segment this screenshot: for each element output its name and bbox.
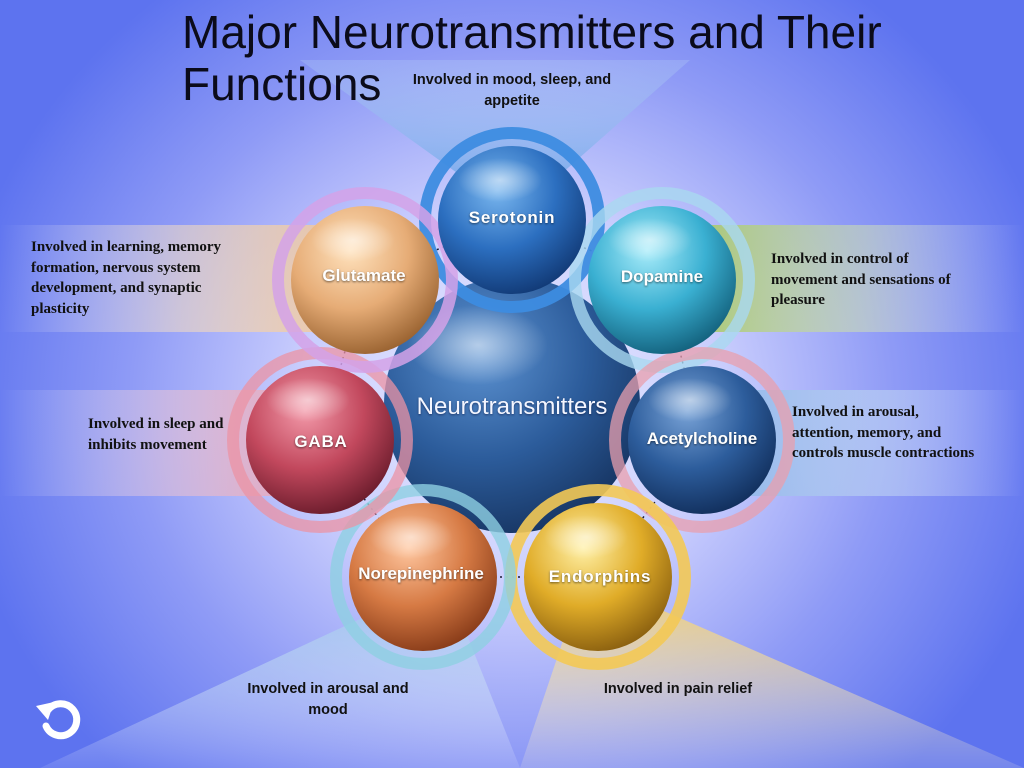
- node-rings: [227, 127, 795, 670]
- node-label-endorphins[interactable]: Endorphins: [548, 567, 652, 586]
- description-endorphins: Involved in pain relief: [603, 681, 753, 697]
- description-acetylcholine: Involved in arousal, attention, memory, …: [792, 404, 975, 461]
- node-label-gaba[interactable]: GABA: [294, 432, 348, 451]
- center-label: Neurotransmitters: [416, 393, 608, 420]
- description-glutamate: Involved in learning, memory formation, …: [31, 239, 221, 317]
- ring-acetylcholine: [609, 347, 795, 533]
- undo-arrow-icon[interactable]: [30, 692, 86, 748]
- description-serotonin: Involved in mood, sleep, and appetite: [412, 72, 612, 109]
- band-dopamine: [705, 225, 1024, 332]
- ball-shines: [266, 158, 732, 559]
- node-label-dopamine[interactable]: Dopamine: [620, 267, 704, 286]
- node-label-serotonin[interactable]: Serotonin: [468, 208, 556, 227]
- ring-norepinephrine: [330, 484, 516, 670]
- node-label-norepinephrine[interactable]: Norepinephrine: [358, 564, 484, 583]
- node-label-acetylcholine[interactable]: Acetylcholine: [646, 429, 758, 448]
- node-label-glutamate[interactable]: Glutamate: [322, 266, 406, 285]
- page-title: Major Neurotransmitters and Their Functi…: [182, 6, 882, 110]
- band-serotonin: [300, 60, 690, 175]
- description-dopamine: Involved in control of movement and sens…: [771, 251, 951, 308]
- description-norepinephrine: Involved in arousal and mood: [247, 681, 409, 718]
- description-gaba: Involved in sleep and inhibits movement: [88, 416, 224, 453]
- ring-glutamate: [272, 187, 458, 373]
